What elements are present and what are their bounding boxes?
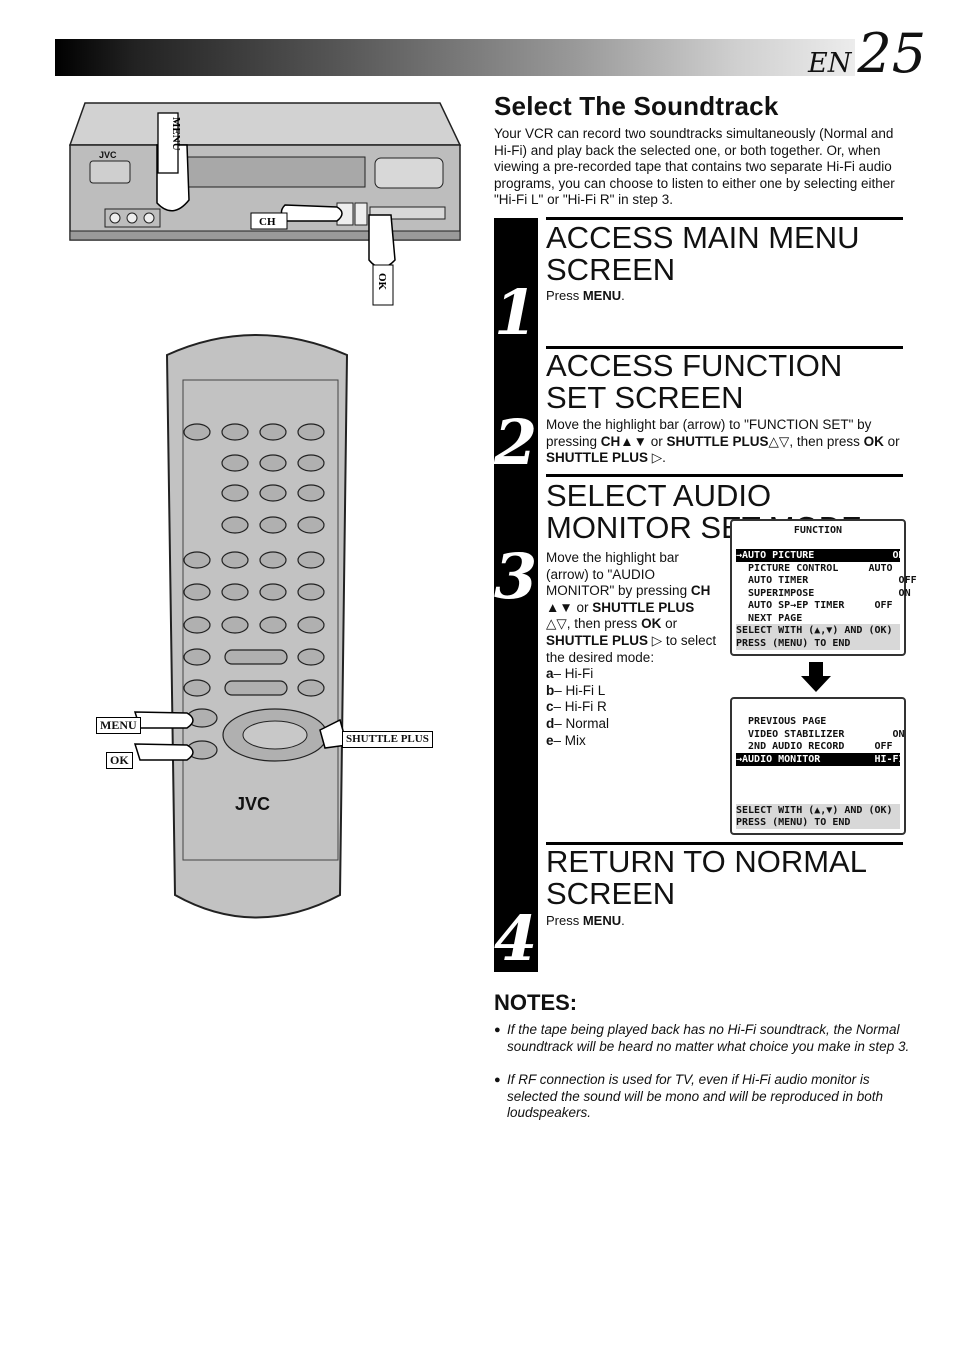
step-2-heading: ACCESS FUNCTION SET SCREEN [546,348,843,415]
osd-footer: PRESS (MENU) TO END [736,816,900,829]
note-item: ●If RF connection is used for TV, even i… [494,1072,883,1121]
step-number-2: 2 [494,406,538,479]
header-gradient-bar [55,39,855,76]
step-1-body: Press MENU. [546,288,625,303]
remote-illustration: JVC [133,334,349,919]
mode-list: a– Hi-Fi b– Hi-Fi L c– Hi-Fi R d– Normal… [546,666,721,749]
step-2-rule [546,346,903,349]
vcr-ch-label: CH [259,216,276,228]
vcr-illustration: JVC MENU CH OK [68,102,462,306]
osd-line: PREVIOUS PAGE [736,716,827,727]
step-1-heading: ACCESS MAIN MENU SCREEN [546,220,860,287]
step-number-bar [494,218,538,972]
mode-item: c– Hi-Fi R [546,699,607,715]
note-item: ●If the tape being played back has no Hi… [494,1022,910,1054]
down-arrow-icon [801,662,831,692]
mode-item: a– Hi-Fi [546,666,594,682]
osd-line: AUTO TIMER OFF [736,575,917,586]
osd-title: FUNCTION [793,525,843,536]
osd-line: →AUDIO MONITOR HI-FI [736,753,905,766]
osd-footer: PRESS (MENU) TO END [736,637,900,650]
step-4-rule [546,842,903,845]
osd-footer: SELECT WITH (▲,▼) AND (OK) [736,624,900,637]
remote-shuttle-callout: SHUTTLE PLUS [342,731,433,748]
osd-line: AUTO SP→EP TIMER OFF [736,600,893,611]
mode-item: e– Mix [546,732,586,748]
osd-line: SUPERIMPOSE ON [736,588,911,599]
osd-function-screen: FUNCTION →AUTO PICTURE ON PICTURE CONTRO… [730,519,917,656]
osd-line: VIDEO STABILIZER ON [736,729,905,740]
osd-function-screen-2: PREVIOUS PAGE VIDEO STABILIZER ON 2ND AU… [730,697,906,835]
page-title: Select The Soundtrack [494,91,779,121]
step-number-3: 3 [494,540,538,613]
step-4-heading: RETURN TO NORMAL SCREEN [546,844,866,911]
remote-ok-callout: OK [106,752,133,769]
remote-brand: JVC [235,794,270,814]
step-3-rule [546,474,903,477]
intro-text: Your VCR can record two soundtracks simu… [494,126,895,208]
step-number-4: 4 [494,902,538,975]
osd-footer: SELECT WITH (▲,▼) AND (OK) [736,804,900,817]
step-2-body: Move the highlight bar (arrow) to "FUNCT… [546,417,900,466]
osd-line: →AUTO PICTURE ON [736,549,905,562]
osd-line: 2ND AUDIO RECORD OFF [736,741,893,752]
step-3-body: Move the highlight bar (arrow) to "AUDIO… [546,550,721,749]
mode-item: b– Hi-Fi L [546,682,606,698]
vcr-brand: JVC [99,150,117,160]
vcr-menu-label: MENU [170,117,182,151]
step-4-body: Press MENU. [546,913,625,928]
osd-line: PICTURE CONTROL AUTO [736,563,893,574]
remote-menu-callout: MENU [96,717,141,734]
osd-line: NEXT PAGE [736,613,803,624]
mode-item: d– Normal [546,715,610,731]
step-number-1: 1 [494,276,538,349]
notes-heading: NOTES: [494,990,578,1015]
vcr-ok-label: OK [376,273,388,291]
step-1-rule [546,217,903,220]
